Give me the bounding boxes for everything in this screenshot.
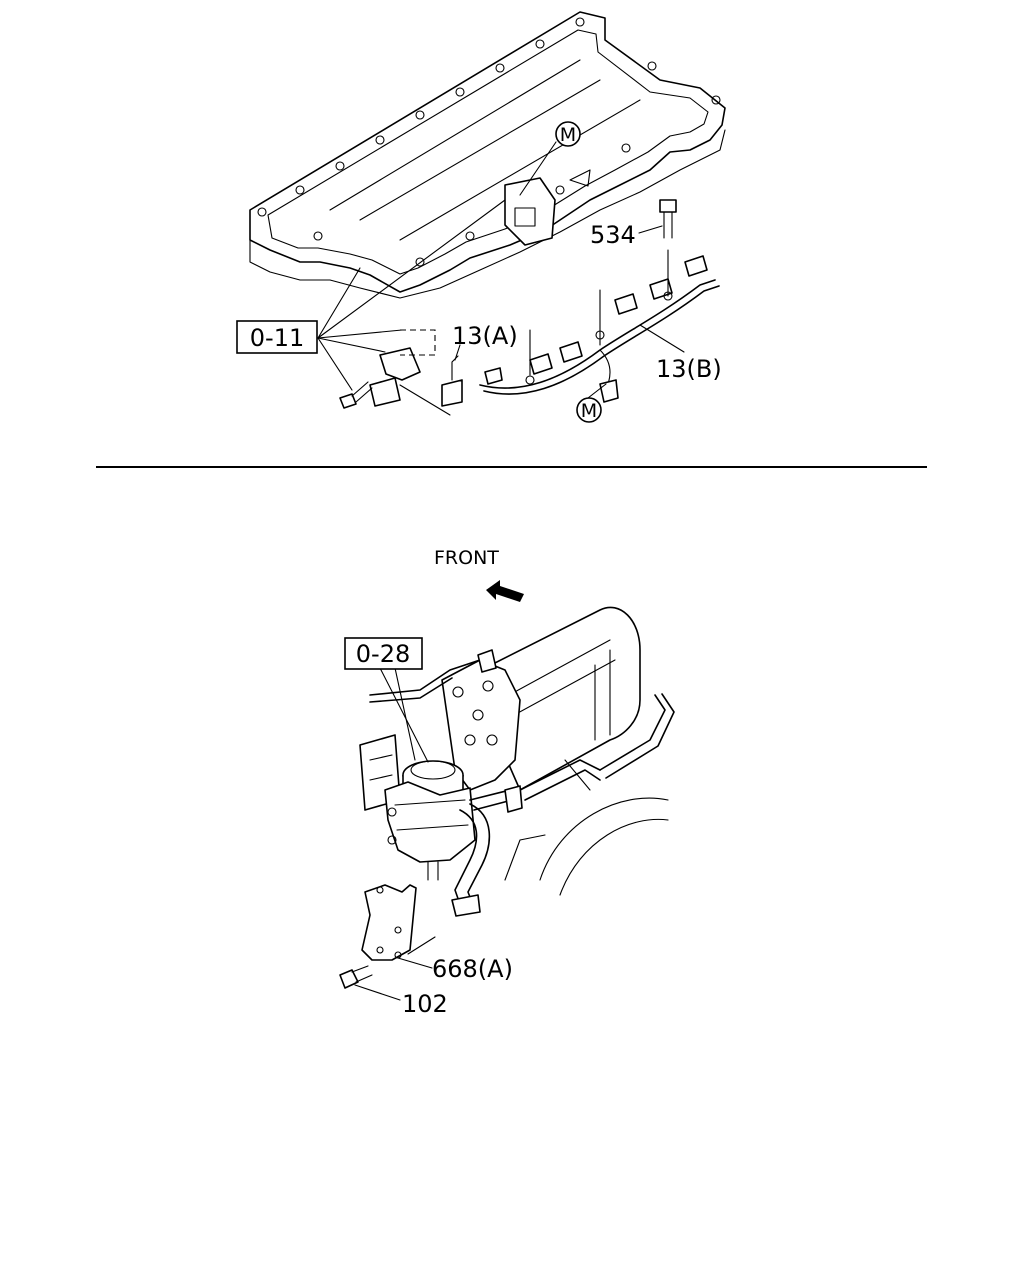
label-668a: 668(A) <box>432 955 513 983</box>
label-13a: 13(A) <box>452 322 518 350</box>
wiring-harness-drawing <box>479 199 720 403</box>
front-label: FRONT <box>434 547 499 569</box>
oil-pan-gasket-drawing <box>249 11 726 299</box>
lower-diagram: FRONT <box>339 547 675 1018</box>
lower-leader-lines <box>354 667 436 1001</box>
svg-text:M: M <box>560 124 576 146</box>
upper-leader-lines <box>317 141 685 399</box>
label-102: 102 <box>402 990 448 1018</box>
marker-m-top: M <box>555 121 581 147</box>
callout-box-0-11: 0-11 <box>236 320 318 354</box>
label-534: 534 <box>590 221 636 249</box>
marker-m-bottom: M <box>576 397 602 423</box>
label-0-28: 0-28 <box>356 640 410 668</box>
front-arrow-icon <box>486 580 524 602</box>
svg-text:M: M <box>581 400 597 422</box>
sensor-connector-parts <box>339 329 463 416</box>
label-0-11: 0-11 <box>250 324 304 352</box>
engine-filter-drawing <box>339 606 675 989</box>
upper-diagram: 0-11 13(A) 13(B) 534 M M <box>236 11 726 423</box>
label-13b: 13(B) <box>656 355 722 383</box>
callout-box-0-28: 0-28 <box>344 637 423 670</box>
